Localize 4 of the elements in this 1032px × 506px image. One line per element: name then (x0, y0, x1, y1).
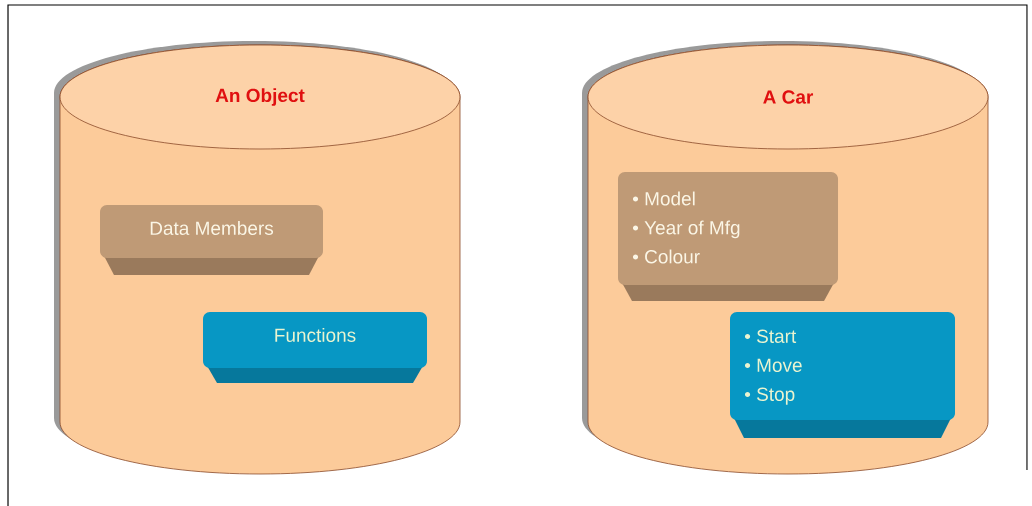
raised-box: • Start • Move • Stop (730, 312, 955, 438)
raised-box: • Model • Year of Mfg • Colour (618, 172, 838, 301)
raised-box: Functions (203, 312, 427, 383)
raised-box: Data Members (100, 205, 323, 275)
